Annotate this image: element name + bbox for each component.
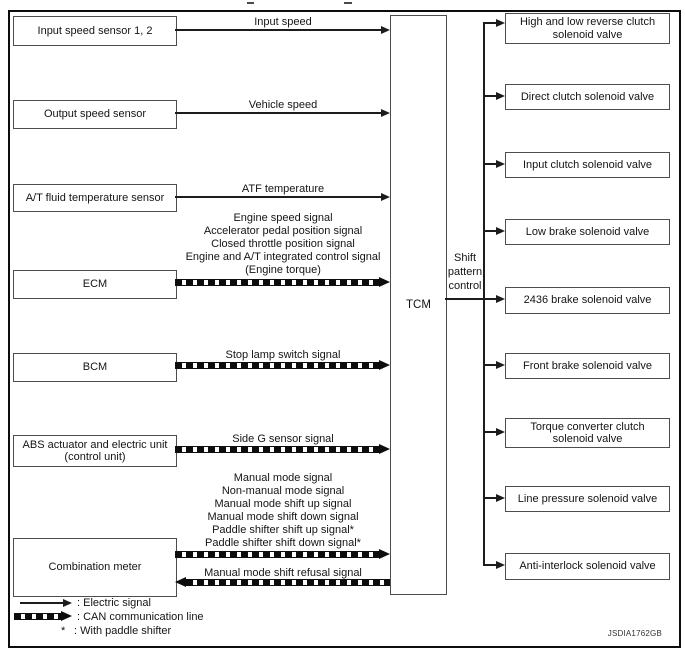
legend-electric-label: : Electric signal xyxy=(77,597,151,609)
source-box-label: ECM xyxy=(82,278,108,291)
can-line-ecm xyxy=(175,279,380,286)
legend-asterisk-label: : With paddle shifter xyxy=(74,625,172,637)
electric-arrowhead-icon xyxy=(496,428,505,436)
valve-box-direct-clutch: Direct clutch solenoid valve xyxy=(505,84,670,110)
can-line-abs xyxy=(175,446,380,453)
source-box-output-speed-sensor: Output speed sensor xyxy=(13,100,177,129)
figure-code: JSDIA1762GB xyxy=(607,629,662,638)
source-box-at-fluid-temp-sensor: A/T fluid temperature sensor xyxy=(13,184,177,212)
legend-electric-sample-line xyxy=(20,602,64,604)
branch-line xyxy=(483,431,497,433)
electric-arrowhead-icon xyxy=(496,160,505,168)
legend-can-label: : CAN communication line xyxy=(77,611,204,623)
source-box-label: A/T fluid temperature sensor xyxy=(25,191,165,204)
electric-arrowhead-icon xyxy=(496,295,505,303)
source-box-label: BCM xyxy=(82,361,108,374)
branch-line xyxy=(483,22,497,24)
can-arrowhead-icon xyxy=(379,444,390,454)
signal-label-side-g-sensor: Side G sensor signal xyxy=(232,433,334,445)
can-line-bcm xyxy=(175,362,380,369)
signal-label-ecm-signals: Engine speed signal Accelerator pedal po… xyxy=(185,212,381,276)
valve-box-front-brake: Front brake solenoid valve xyxy=(505,353,670,379)
valve-box-label: Line pressure solenoid valve xyxy=(517,492,658,505)
valve-box-label: High and low reverse clutch solenoid val… xyxy=(519,16,656,41)
branch-line xyxy=(483,230,497,232)
can-arrowhead-icon xyxy=(379,360,390,370)
electric-arrowhead-icon xyxy=(496,561,505,569)
branch-line xyxy=(483,564,497,566)
source-box-label: Output speed sensor xyxy=(43,108,147,121)
valve-box-label: Torque converter clutch solenoid valve xyxy=(530,420,645,446)
signal-label-shift-refusal: Manual mode shift refusal signal xyxy=(204,567,362,579)
valve-box-anti-interlock: Anti-interlock solenoid valve xyxy=(505,553,670,580)
electric-arrowhead-icon xyxy=(381,26,390,34)
valve-box-label: Input clutch solenoid valve xyxy=(522,158,653,171)
shift-pattern-control-label: Shift pattern control xyxy=(447,252,483,292)
electric-arrowhead-icon xyxy=(381,193,390,201)
can-line-combination-meter xyxy=(175,551,380,558)
signal-label-vehicle-speed: Vehicle speed xyxy=(248,99,318,111)
legend-can-sample-line xyxy=(14,613,62,620)
source-box-combination-meter: Combination meter xyxy=(13,538,177,597)
valve-box-label: 2436 brake solenoid valve xyxy=(523,294,652,307)
valve-box-input-clutch: Input clutch solenoid valve xyxy=(505,152,670,178)
electric-arrowhead-icon xyxy=(496,92,505,100)
electric-line-atf-temperature xyxy=(175,196,383,198)
valve-box-low-brake: Low brake solenoid valve xyxy=(505,219,670,245)
source-box-label: ABS actuator and electric unit (control … xyxy=(22,438,168,464)
distribution-line xyxy=(483,23,485,566)
electric-line-vehicle-speed xyxy=(175,112,383,114)
electric-arrowhead-icon xyxy=(496,19,505,27)
valve-box-torque-converter-clutch: Torque converter clutch solenoid valve xyxy=(505,418,670,448)
valve-box-line-pressure: Line pressure solenoid valve xyxy=(505,486,670,512)
valve-box-high-low-reverse-clutch: High and low reverse clutch solenoid val… xyxy=(505,13,670,44)
can-arrowhead-left-icon xyxy=(175,577,186,587)
artifact-dash xyxy=(344,2,352,4)
electric-arrowhead-icon xyxy=(63,599,72,607)
branch-line xyxy=(483,95,497,97)
asterisk-symbol: * xyxy=(61,625,66,637)
electric-line-input-speed xyxy=(175,29,383,31)
valve-box-label: Front brake solenoid valve xyxy=(522,359,652,372)
can-arrowhead-icon xyxy=(379,277,390,287)
valve-box-label: Anti-interlock solenoid valve xyxy=(519,560,656,573)
branch-line xyxy=(483,364,497,366)
signal-label-stop-lamp: Stop lamp switch signal xyxy=(225,349,341,361)
source-box-label: Combination meter xyxy=(48,561,142,574)
source-box-bcm: BCM xyxy=(13,353,177,382)
electric-arrowhead-icon xyxy=(496,494,505,502)
valve-box-label: Low brake solenoid valve xyxy=(525,225,650,238)
signal-label-input-speed: Input speed xyxy=(254,16,312,28)
branch-line xyxy=(483,298,497,300)
tcm-label: TCM xyxy=(406,298,431,311)
branch-line xyxy=(483,163,497,165)
signal-label-atf-temperature: ATF temperature xyxy=(241,183,325,195)
shift-pattern-line xyxy=(445,298,485,300)
branch-line xyxy=(483,497,497,499)
signal-label-combination-meter-signals: Manual mode signal Non-manual mode signa… xyxy=(205,472,361,549)
electric-arrowhead-icon xyxy=(496,227,505,235)
source-box-label: Input speed sensor 1, 2 xyxy=(37,24,153,37)
tcm-box: TCM xyxy=(390,15,447,595)
valve-box-2436-brake: 2436 brake solenoid valve xyxy=(505,287,670,314)
source-box-ecm: ECM xyxy=(13,270,177,299)
source-box-input-speed-sensor: Input speed sensor 1, 2 xyxy=(13,16,177,46)
can-line-shift-refusal xyxy=(186,579,390,586)
artifact-dash xyxy=(247,2,254,4)
electric-arrowhead-icon xyxy=(496,361,505,369)
can-arrowhead-icon xyxy=(61,611,72,621)
source-box-abs-actuator: ABS actuator and electric unit (control … xyxy=(13,435,177,467)
valve-box-label: Direct clutch solenoid valve xyxy=(520,90,655,103)
electric-arrowhead-icon xyxy=(381,109,390,117)
can-arrowhead-icon xyxy=(379,549,390,559)
diagram-border xyxy=(8,10,681,648)
